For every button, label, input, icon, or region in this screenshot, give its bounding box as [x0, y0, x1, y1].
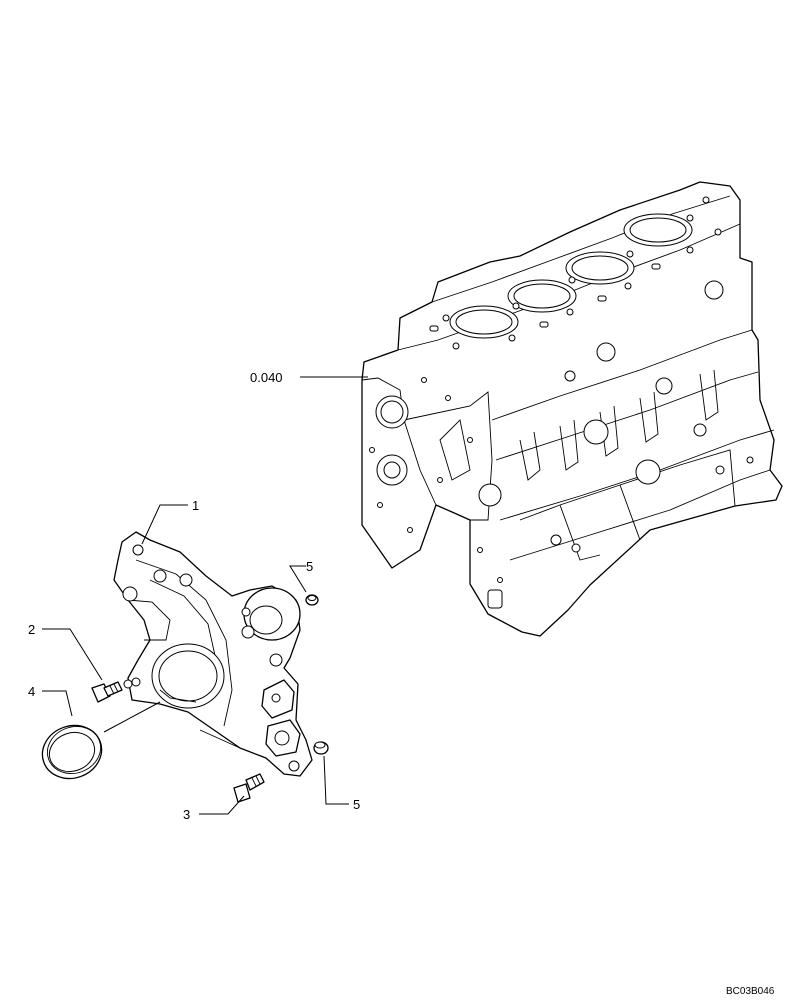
seal-ring-item-4 — [41, 724, 103, 780]
dowel-pin-lower — [313, 741, 329, 755]
drawing-reference: BC03B046 — [726, 986, 775, 997]
callout-item-4: 4 — [28, 684, 35, 699]
engine-block — [361, 181, 783, 637]
dowel-pin-upper — [305, 594, 319, 606]
callout-item-2: 2 — [28, 622, 35, 637]
timing-cover — [113, 531, 313, 777]
callout-item-1: 1 — [192, 498, 199, 513]
callout-item-5-lower: 5 — [353, 797, 360, 812]
leader-lines — [42, 376, 368, 815]
callout-engine-block: 0.040 — [250, 370, 283, 385]
callout-item-5-upper: 5 — [306, 559, 313, 574]
bolt-item-2 — [91, 679, 133, 703]
bolt-item-3 — [233, 773, 265, 803]
callout-item-3: 3 — [183, 807, 190, 822]
